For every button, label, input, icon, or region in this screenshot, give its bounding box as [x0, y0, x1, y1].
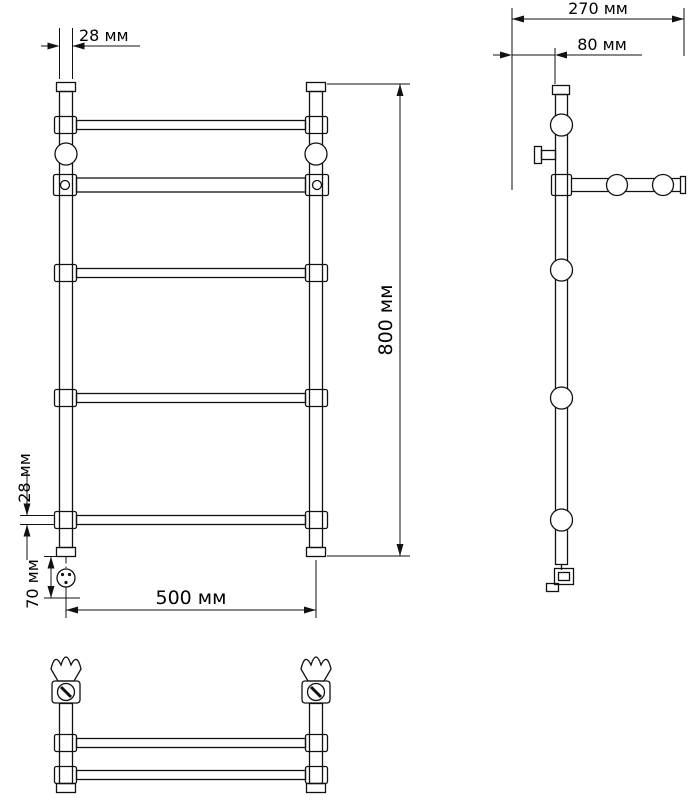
- wall-bracket-right: [304, 142, 328, 166]
- bottom-view: [50, 656, 332, 794]
- bottom-right-post: [300, 656, 332, 794]
- dim-depth: 270 мм: [511, 0, 685, 190]
- side-shelf: [550, 173, 687, 197]
- side-bar-end-3: [549, 386, 574, 410]
- dim-top-tube: 28 мм: [41, 26, 140, 79]
- dim-element-offset-label: 70 мм: [23, 559, 42, 609]
- crossbar-4: [53, 510, 329, 530]
- side-bar-end-2: [549, 258, 574, 282]
- bottom-crossbar-2: [53, 765, 329, 785]
- crossbar-2: [53, 263, 329, 283]
- front-towel-bar: [52, 173, 330, 197]
- heating-element: [56, 556, 76, 601]
- dim-element-offset: 70 мм: [23, 556, 80, 609]
- wall-bracket-left: [54, 142, 78, 166]
- dim-wall-offset: 80 мм: [493, 35, 642, 84]
- power-bracket: [545, 564, 575, 593]
- dim-height-label: 800 мм: [375, 285, 397, 356]
- dim-wall-offset-label: 80 мм: [577, 35, 627, 54]
- dim-height: 800 мм: [327, 83, 410, 557]
- bottom-left-post: [50, 656, 82, 794]
- front-view: 28 мм 800 мм 500 мм 28: [15, 26, 410, 618]
- side-bar-end-4: [549, 508, 574, 532]
- dim-bottom-tube-label: 28 мм: [15, 453, 34, 503]
- side-bar-end-1: [549, 113, 574, 137]
- dim-bottom-tube: 28 мм: [15, 453, 54, 560]
- right-post: [305, 81, 327, 558]
- side-view: 270 мм 80 мм: [493, 0, 687, 593]
- crossbar-1: [53, 115, 329, 135]
- bottom-crossbar-1: [53, 733, 329, 753]
- wall-flange: [533, 145, 557, 165]
- dim-top-tube-label: 28 мм: [79, 26, 129, 45]
- crossbar-3: [53, 388, 329, 408]
- dim-width: 500 мм: [65, 560, 317, 618]
- dim-width-label: 500 мм: [156, 587, 227, 609]
- dim-depth-label: 270 мм: [568, 0, 628, 18]
